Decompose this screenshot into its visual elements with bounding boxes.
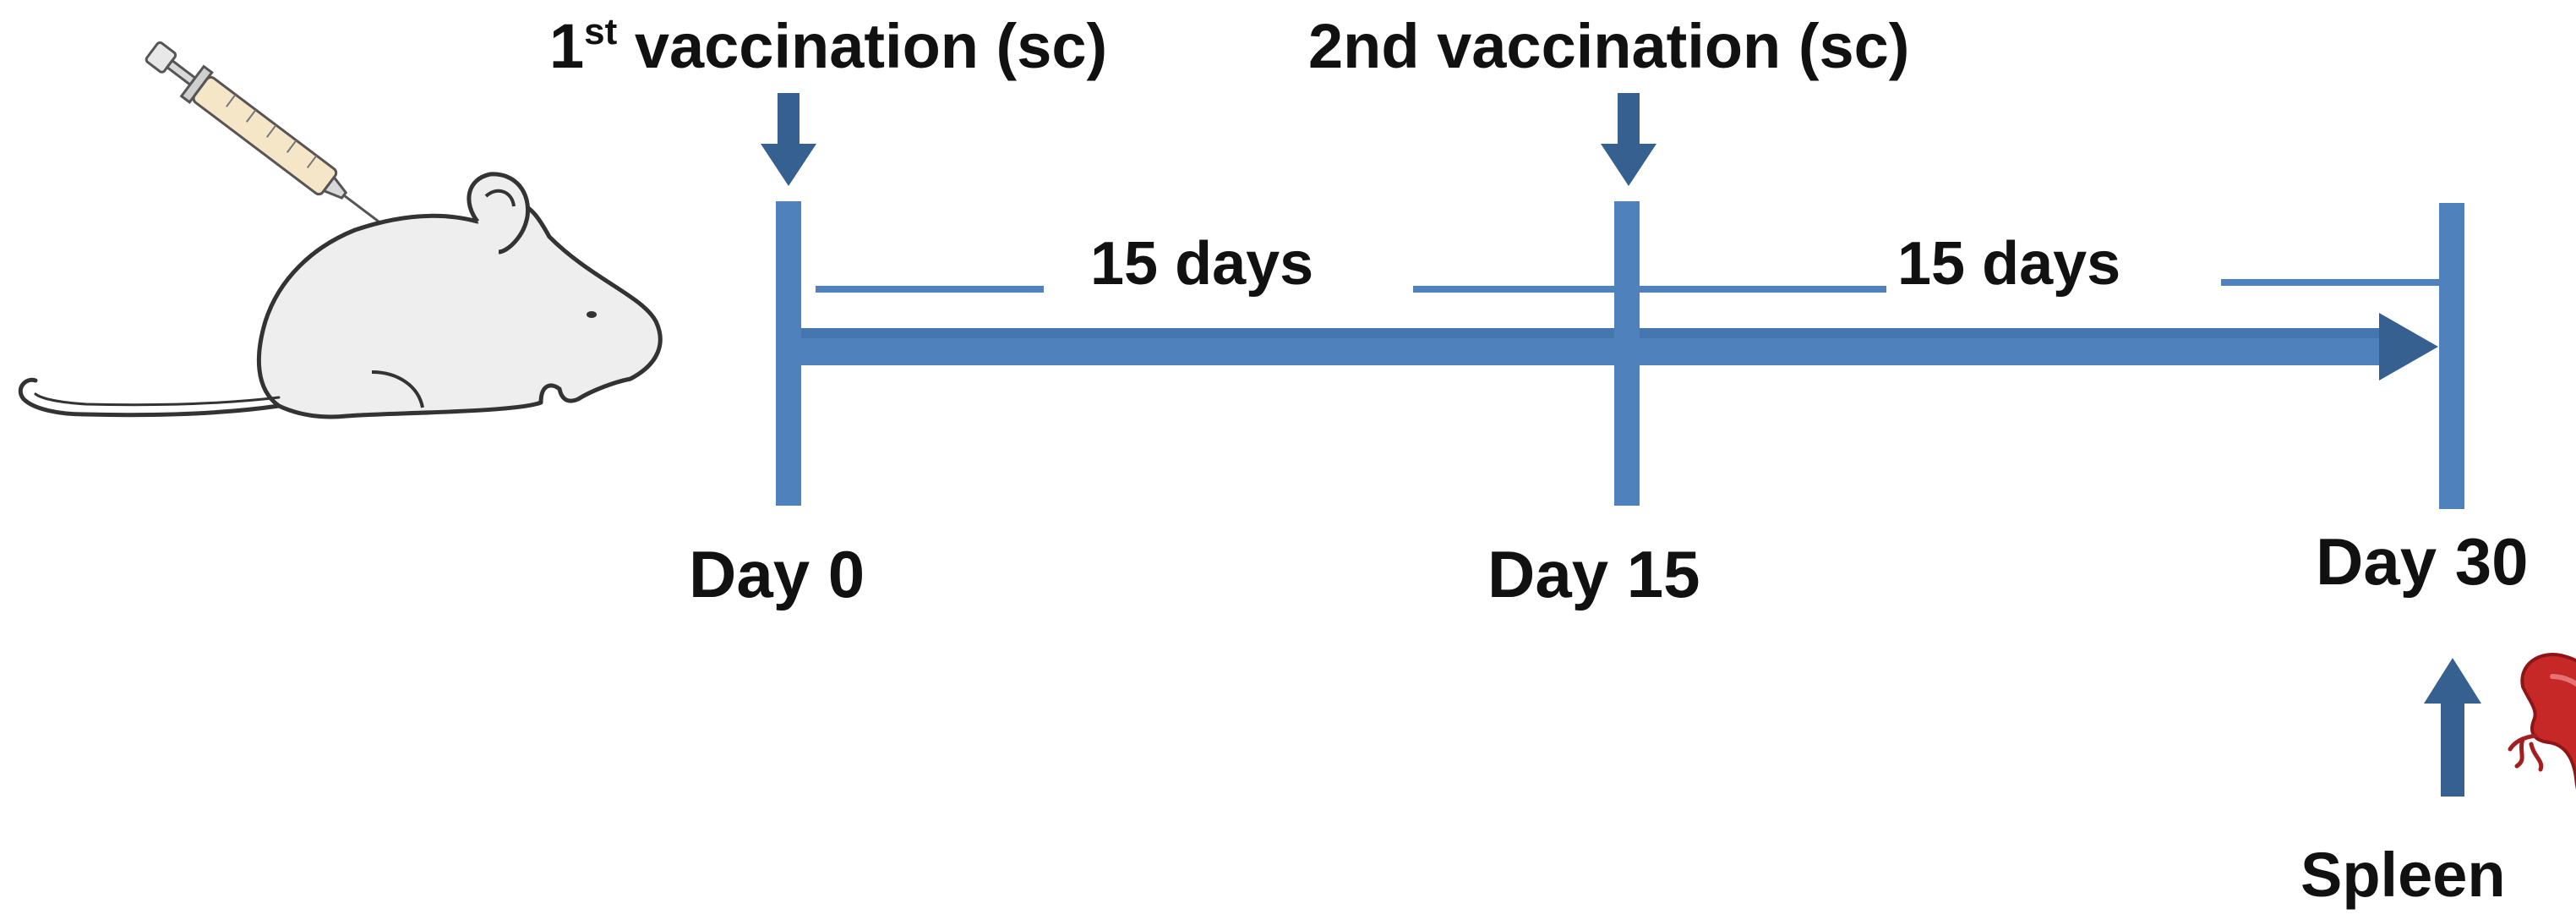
day-15-label: Day 15 — [1487, 537, 1700, 611]
spleen-label: Spleen — [2300, 840, 2506, 910]
timeline-arrow — [782, 313, 2438, 381]
second-vaccination-label: 2nd vaccination (sc) — [1308, 11, 1910, 81]
first-vaccination-label: 1st vaccination (sc) — [549, 14, 1107, 78]
day-15-marker — [1614, 201, 1640, 506]
spleen-icon — [2508, 653, 2576, 790]
first-vaccination-text: vaccination (sc) — [617, 11, 1108, 81]
syringe-icon — [145, 41, 393, 233]
day-0-marker — [776, 201, 801, 506]
interval-label-2: 15 days — [1897, 230, 2121, 298]
first-vaccination-number: 1 — [549, 11, 585, 81]
day-30-marker — [2439, 203, 2464, 509]
mouse-icon — [18, 172, 663, 419]
arrow-down-icon — [1601, 93, 1656, 186]
interval-line-1 — [816, 286, 1614, 293]
arrow-up-icon — [2424, 658, 2481, 797]
first-vaccination-superscript: st — [584, 11, 618, 52]
interval-line-2 — [1614, 279, 2439, 293]
day-0-label: Day 0 — [689, 537, 865, 611]
day-30-label: Day 30 — [2316, 524, 2529, 599]
arrow-down-icon — [761, 93, 816, 186]
interval-label-1: 15 days — [1090, 230, 1314, 298]
